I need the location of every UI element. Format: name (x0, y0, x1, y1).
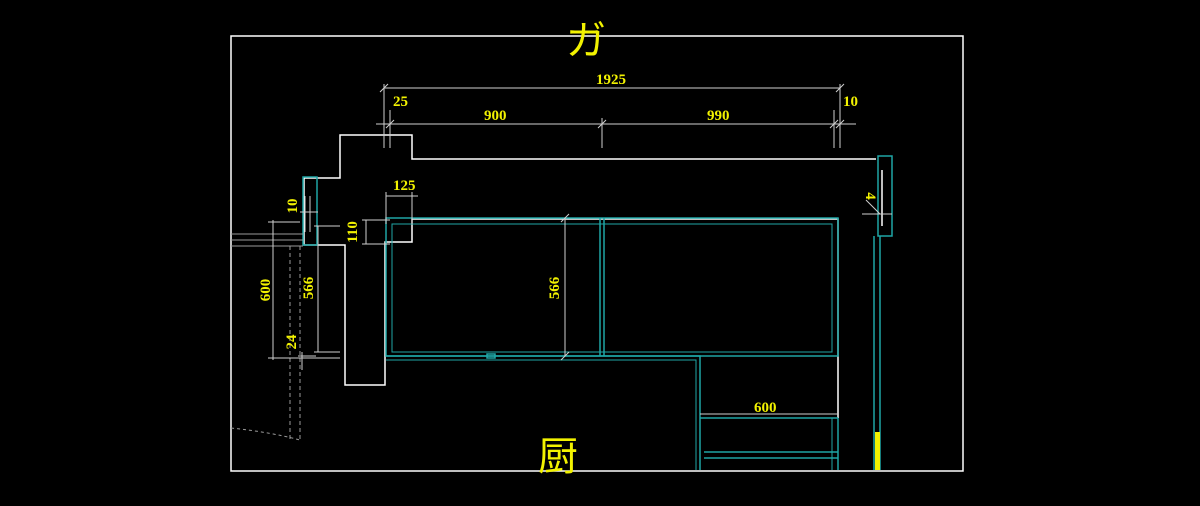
dim-right-10: 10 (843, 94, 858, 110)
dim-segment-990: 990 (707, 108, 730, 124)
cabinets (385, 217, 839, 470)
left-wall-pillar (302, 176, 318, 246)
dim-cabinet-566: 566 (547, 276, 563, 299)
dimension-lines (268, 83, 892, 415)
dim-left-10: 10 (285, 199, 301, 214)
yellow-wall-segment (875, 432, 880, 470)
dim-left-566: 566 (301, 276, 317, 299)
dim-left-24: 24 (284, 334, 300, 350)
title-fragment: ガ (566, 18, 606, 64)
dim-left-600: 600 (258, 279, 274, 302)
dim-overall-1925: 1925 (596, 72, 626, 88)
room-label: 厨 (538, 434, 578, 480)
right-wall-window (873, 155, 893, 470)
dim-left-25: 25 (393, 94, 408, 110)
left-opening (230, 233, 303, 441)
drawing-frame (230, 35, 964, 472)
dim-cabinet-600: 600 (754, 400, 777, 416)
dim-step-110: 110 (345, 221, 361, 243)
wall-outline (303, 134, 876, 418)
dim-step-125: 125 (393, 178, 416, 194)
dim-right-4: 4 (862, 192, 878, 200)
dim-segment-900: 900 (484, 108, 507, 124)
